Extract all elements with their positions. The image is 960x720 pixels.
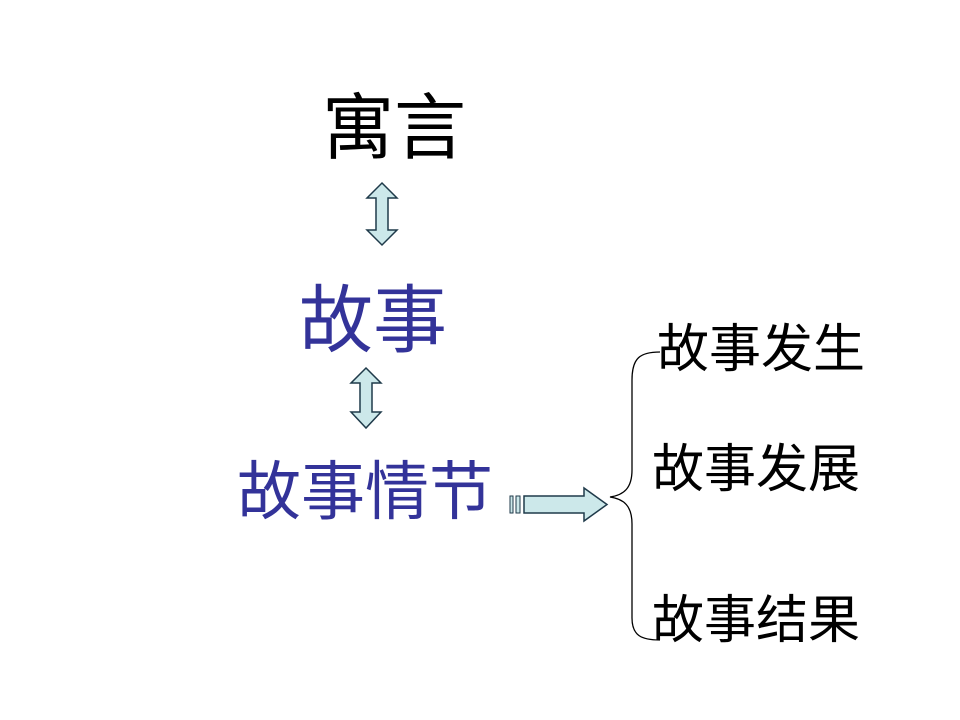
node-fable: 寓言 bbox=[322, 86, 467, 170]
double-arrow-icon-upper bbox=[365, 181, 399, 247]
double-arrow-icon-lower bbox=[349, 366, 383, 430]
striped-right-arrow-icon bbox=[509, 486, 609, 523]
branch-story-beginning: 故事发生 bbox=[657, 320, 866, 380]
branch-story-development: 故事发展 bbox=[652, 440, 861, 500]
curly-brace bbox=[609, 351, 661, 641]
node-story-plot: 故事情节 bbox=[237, 456, 493, 530]
node-story: 故事 bbox=[299, 278, 447, 364]
branch-story-ending: 故事结果 bbox=[652, 591, 861, 651]
